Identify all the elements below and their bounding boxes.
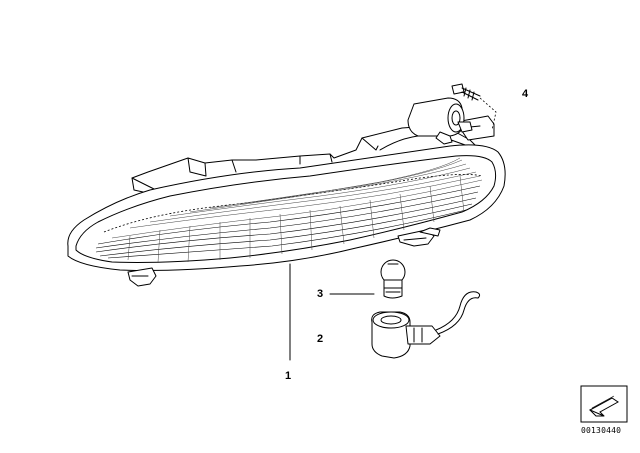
callout-1: 1 bbox=[285, 370, 292, 382]
bulb-part bbox=[380, 259, 406, 299]
diagram-id: 00130440 bbox=[581, 426, 622, 435]
socket-part bbox=[371, 291, 481, 359]
lamp-housing bbox=[67, 115, 506, 287]
callout-4: 4 bbox=[522, 88, 529, 100]
callout-3: 3 bbox=[317, 288, 324, 300]
screw-part bbox=[407, 83, 497, 145]
nav-arrow-icon bbox=[580, 385, 628, 423]
callout-2: 2 bbox=[317, 333, 324, 345]
